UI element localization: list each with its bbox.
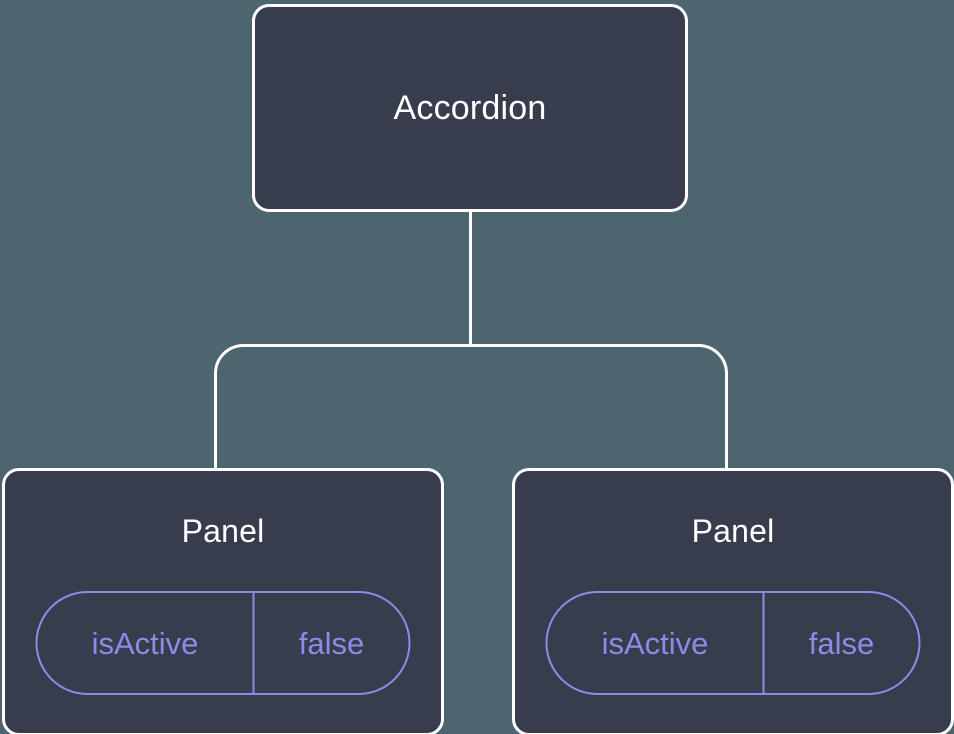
node-panel-2[interactable]: Panel isActive false <box>512 468 954 734</box>
edge-branch-left <box>214 344 471 468</box>
node-accordion[interactable]: Accordion <box>252 4 688 212</box>
node-panel-2-prop-isactive[interactable]: isActive false <box>545 591 921 695</box>
node-panel-1[interactable]: Panel isActive false <box>2 468 444 734</box>
node-panel-1-title: Panel <box>181 513 265 549</box>
prop-value: false <box>298 625 365 661</box>
node-panel-2-title: Panel <box>691 513 775 549</box>
node-accordion-title: Accordion <box>393 89 547 127</box>
prop-key: isActive <box>548 593 765 693</box>
prop-key: isActive <box>38 593 255 693</box>
edge-branch-right <box>470 344 728 468</box>
node-panel-1-prop-isactive[interactable]: isActive false <box>35 591 411 695</box>
prop-value: false <box>808 625 875 661</box>
